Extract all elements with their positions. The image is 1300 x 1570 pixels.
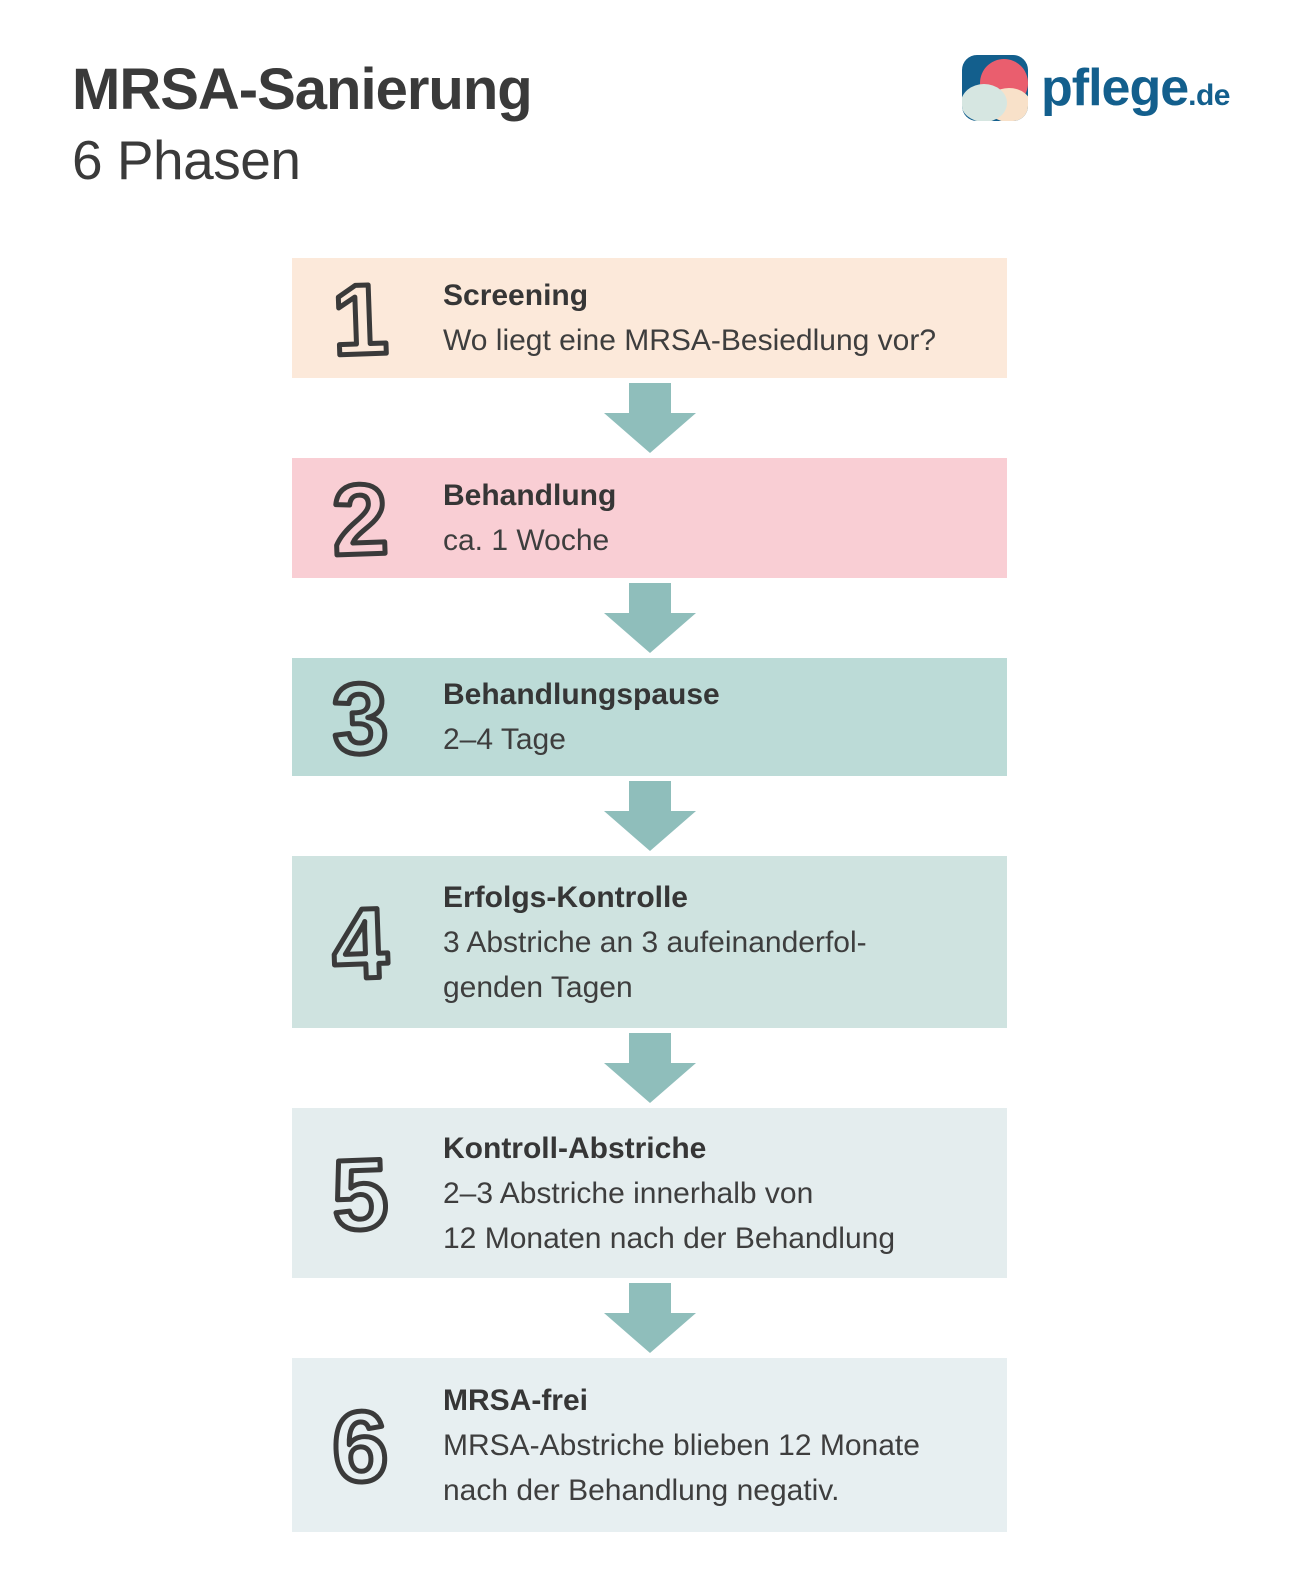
svg-text:2: 2 bbox=[330, 466, 389, 569]
phase-box-5-kontroll-abstriche: 5 Kontroll-Abstriche 2–3 Abstriche inner… bbox=[292, 1108, 1007, 1278]
down-arrow bbox=[603, 781, 696, 851]
logo-tld: .de bbox=[1188, 79, 1230, 112]
phase-description: 3 Abstriche an 3 aufeinanderfol- genden … bbox=[443, 920, 867, 1010]
phase-number-icon: 5 bbox=[328, 1141, 392, 1244]
phase-title: Behandlungspause bbox=[443, 678, 720, 711]
svg-text:5: 5 bbox=[330, 1141, 389, 1244]
phase-text: Behandlungspause 2–4 Tage bbox=[443, 672, 720, 762]
phase-text: Behandlung ca. 1 Woche bbox=[443, 473, 616, 563]
header: MRSA-Sanierung 6 Phasen bbox=[72, 57, 533, 191]
down-arrow-shaft bbox=[628, 781, 671, 811]
phase-number-icon: 1 bbox=[328, 266, 392, 369]
phase-title: Erfolgs-Kontrolle bbox=[443, 880, 688, 914]
down-arrow bbox=[603, 583, 696, 653]
down-arrow-shaft bbox=[628, 383, 671, 413]
logo-mint-blob bbox=[962, 84, 1007, 121]
down-arrow-shaft bbox=[628, 1283, 671, 1313]
phase-number-icon: 4 bbox=[328, 890, 393, 993]
phase-desc-line: 3 Abstriche an 3 aufeinanderfol- bbox=[443, 925, 867, 959]
down-arrow bbox=[603, 1033, 696, 1103]
logo-wordmark-group: pflege.de bbox=[1041, 58, 1230, 118]
down-arrow-shaft bbox=[628, 583, 671, 613]
phase-number-icon: 6 bbox=[328, 1393, 392, 1496]
svg-text:6: 6 bbox=[330, 1393, 389, 1496]
phase-number-icon: 2 bbox=[328, 466, 392, 569]
phase-box-6-mrsa-frei: 6 MRSA-frei MRSA-Abstriche blieben 12 Mo… bbox=[292, 1358, 1007, 1532]
down-arrow-shaft bbox=[628, 1033, 671, 1063]
phase-description: 2–3 Abstriche innerhalb von 12 Monaten n… bbox=[443, 1171, 895, 1261]
down-arrow-head bbox=[603, 1063, 696, 1103]
phase-number-cell: 3 bbox=[304, 665, 416, 768]
phase-title: Screening bbox=[443, 279, 589, 312]
phase-flow: 1 Screening Wo liegt eine MRSA-Besiedlun… bbox=[292, 258, 1007, 1532]
down-arrow-head bbox=[603, 811, 696, 851]
down-arrow bbox=[603, 1283, 696, 1353]
phase-desc-line: 2–3 Abstriche innerhalb von bbox=[443, 1176, 814, 1210]
page-title: MRSA-Sanierung bbox=[72, 57, 533, 122]
phase-box-1-screening: 1 Screening Wo liegt eine MRSA-Besiedlun… bbox=[292, 258, 1007, 378]
logo-wordmark: pflege bbox=[1041, 59, 1189, 117]
phase-box-4-erfolgs-kontrolle: 4 Erfolgs-Kontrolle 3 Abstriche an 3 auf… bbox=[292, 856, 1007, 1028]
svg-text:3: 3 bbox=[330, 665, 389, 768]
pflege-logo: pflege.de bbox=[962, 55, 1230, 121]
phase-description: 2–4 Tage bbox=[443, 717, 720, 762]
phase-number-cell: 6 bbox=[304, 1393, 416, 1496]
phase-description: MRSA-Abstriche blieben 12 Monate nach de… bbox=[443, 1423, 920, 1513]
down-arrow bbox=[603, 383, 696, 453]
phase-number-cell: 4 bbox=[304, 890, 416, 993]
phase-text: Kontroll-Abstriche 2–3 Abstriche innerha… bbox=[443, 1126, 895, 1261]
phase-number-icon: 3 bbox=[328, 665, 392, 768]
phase-description: ca. 1 Woche bbox=[443, 518, 616, 563]
down-arrow-head bbox=[603, 413, 696, 453]
svg-text:1: 1 bbox=[330, 266, 389, 369]
phase-description: Wo liegt eine MRSA-Besiedlung vor? bbox=[443, 318, 936, 363]
phase-number-cell: 1 bbox=[304, 266, 416, 369]
svg-text:4: 4 bbox=[330, 890, 390, 993]
phase-title: Behandlung bbox=[443, 479, 617, 512]
phase-title: MRSA-frei bbox=[443, 1383, 589, 1417]
phase-desc-line: MRSA-Abstriche blieben 12 Monate bbox=[443, 1428, 920, 1462]
phase-desc-line: 12 Monaten nach der Behandlung bbox=[443, 1221, 896, 1255]
pflege-logo-icon bbox=[962, 55, 1028, 121]
phase-desc-line: ca. 1 Woche bbox=[443, 524, 610, 557]
phase-text: MRSA-frei MRSA-Abstriche blieben 12 Mona… bbox=[443, 1378, 920, 1513]
phase-desc-line: Wo liegt eine MRSA-Besiedlung vor? bbox=[443, 324, 937, 357]
phase-box-3-behandlungspause: 3 Behandlungspause 2–4 Tage bbox=[292, 658, 1007, 776]
page-subtitle: 6 Phasen bbox=[72, 128, 301, 191]
phase-desc-line: genden Tagen bbox=[443, 970, 633, 1004]
phase-text: Screening Wo liegt eine MRSA-Besiedlung … bbox=[443, 273, 936, 363]
phase-text: Erfolgs-Kontrolle 3 Abstriche an 3 aufei… bbox=[443, 875, 867, 1010]
phase-number-cell: 5 bbox=[304, 1141, 416, 1244]
phase-desc-line: nach der Behandlung negativ. bbox=[443, 1473, 840, 1507]
phase-number-cell: 2 bbox=[304, 466, 416, 569]
phase-box-2-behandlung: 2 Behandlung ca. 1 Woche bbox=[292, 458, 1007, 578]
phase-title: Kontroll-Abstriche bbox=[443, 1131, 707, 1165]
phase-desc-line: 2–4 Tage bbox=[443, 723, 566, 756]
down-arrow-head bbox=[603, 613, 696, 653]
down-arrow-head bbox=[603, 1313, 696, 1353]
